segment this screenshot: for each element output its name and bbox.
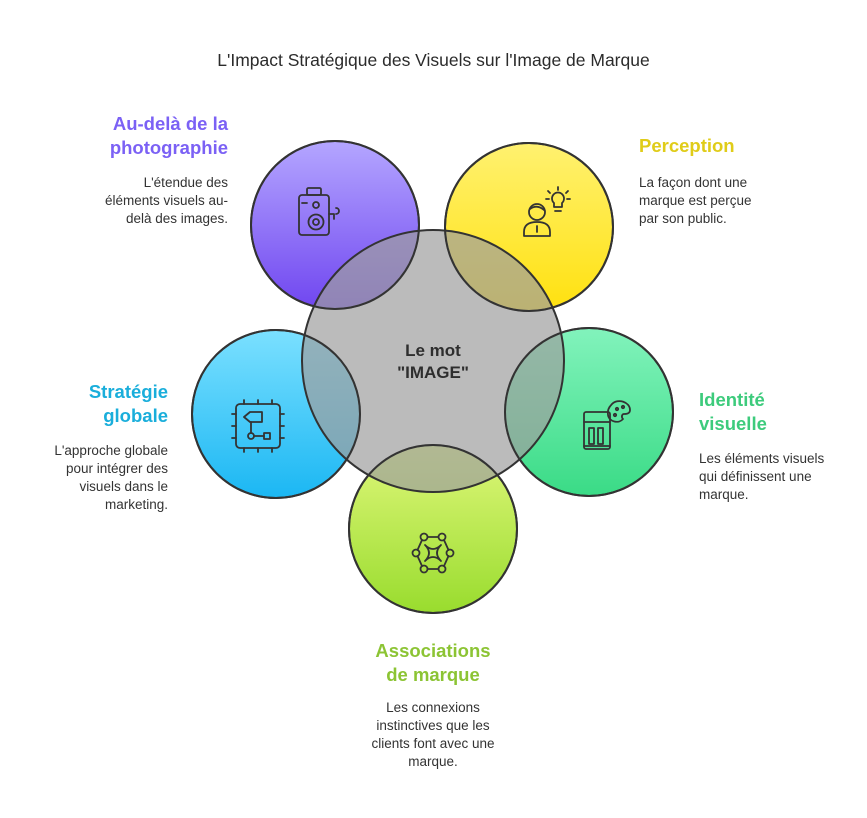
center-label-line2: "IMAGE" (397, 363, 469, 382)
network-icon (411, 532, 455, 574)
photography-desc-line1: L'étendue des (143, 175, 228, 190)
identity-title-line2: visuelle (699, 413, 767, 434)
associations-title: Associations de marque (333, 639, 533, 687)
photography-desc-line2: éléments visuels au- (104, 193, 228, 208)
camera-icon (298, 187, 340, 236)
strategy-title: Stratégie globale (10, 380, 168, 428)
perception-desc-line2: marque est perçue (639, 193, 752, 208)
photography-desc-line3: delà des images. (125, 211, 228, 226)
strategy-description: L'approche globale pour intégrer des vis… (10, 442, 168, 514)
perception-description: La façon dont une marque est perçue par … (639, 174, 829, 228)
circle-center (301, 229, 565, 493)
center-label: Le mot "IMAGE" (333, 340, 533, 384)
associations-desc-line4: marque. (408, 754, 458, 769)
strategy-title-line2: globale (103, 405, 168, 426)
photography-title-line1: Au-delà de la (112, 113, 228, 134)
strategy-desc-line1: L'approche globale (54, 443, 168, 458)
associations-title-line1: Associations (375, 640, 491, 661)
photography-title: Au-delà de la photographie (60, 112, 228, 160)
identity-desc-line2: qui définissent une (699, 469, 812, 484)
center-label-line1: Le mot (405, 341, 461, 360)
identity-desc-line3: marque. (699, 487, 749, 502)
photography-description: L'étendue des éléments visuels au- delà … (60, 174, 228, 228)
circle-outlines (191, 140, 674, 614)
identity-title-line1: Identité (699, 389, 765, 410)
associations-desc-line2: instinctives que les (376, 718, 490, 733)
palette-icon (583, 400, 631, 450)
diagram-title: L'Impact Stratégique des Visuels sur l'I… (217, 50, 650, 70)
photography-title-line2: photographie (109, 137, 228, 158)
flowchart-icon (231, 399, 285, 453)
identity-title: Identité visuelle (699, 388, 859, 436)
perception-desc-line1: La façon dont une (639, 175, 748, 190)
associations-title-line2: de marque (386, 664, 480, 685)
identity-desc-line1: Les éléments visuels (699, 451, 825, 466)
strategy-title-line1: Stratégie (88, 381, 168, 402)
person-lightbulb-icon (523, 186, 571, 237)
identity-description: Les éléments visuels qui définissent une… (699, 450, 859, 504)
associations-description: Les connexions instinctives que les clie… (333, 699, 533, 771)
perception-title-line1: Perception (639, 135, 735, 156)
strategy-desc-line4: marketing. (104, 497, 168, 512)
perception-desc-line3: par son public. (639, 211, 727, 226)
strategy-desc-line2: pour intégrer des (65, 461, 168, 476)
associations-desc-line1: Les connexions (386, 700, 480, 715)
perception-title: Perception (639, 134, 829, 158)
associations-desc-line3: clients font avec une (371, 736, 495, 751)
strategy-desc-line3: visuels dans le (79, 479, 168, 494)
